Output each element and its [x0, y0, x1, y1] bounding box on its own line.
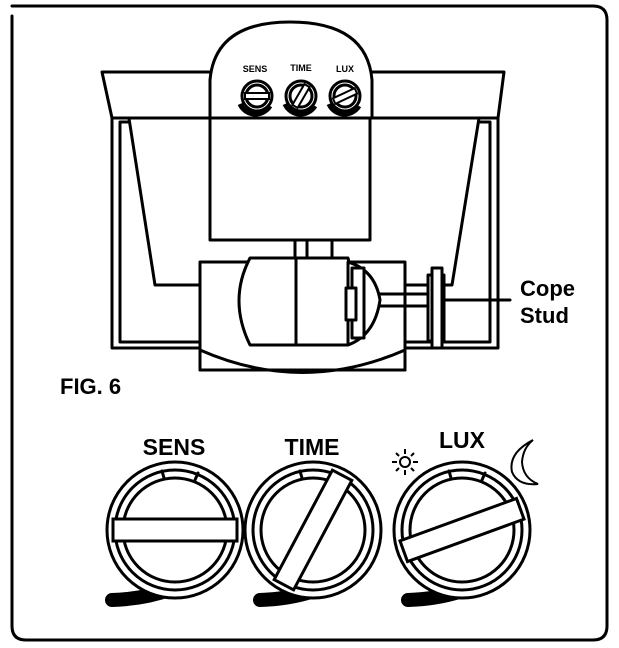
moon-icon: [510, 439, 539, 486]
small-time-label: TIME: [290, 63, 312, 73]
cope-stud: [378, 266, 512, 350]
small-sens-dial: [237, 79, 274, 117]
figure-title: FIG. 6: [60, 374, 121, 399]
large-dials: SENS TIME LUX: [105, 427, 539, 607]
cope-label: Cope: [520, 276, 575, 301]
lens-barrel: [237, 256, 382, 347]
sensor-assembly: SENS TIME LUX: [100, 20, 575, 374]
large-sens-dial: [105, 460, 245, 607]
large-time-dial: [243, 460, 383, 607]
large-lux-label: LUX: [439, 427, 486, 453]
sun-icon: [392, 449, 418, 475]
large-sens-label: SENS: [143, 434, 206, 460]
small-time-dial: [282, 79, 318, 117]
small-lux-dial: [326, 79, 362, 117]
small-dials: SENS TIME LUX: [237, 63, 362, 117]
stud-label: Stud: [520, 303, 569, 328]
large-time-label: TIME: [285, 434, 340, 460]
small-lux-label: LUX: [336, 64, 354, 74]
outer-frame: [10, 4, 609, 642]
small-sens-label: SENS: [243, 64, 268, 74]
large-lux-dial: [392, 460, 532, 607]
